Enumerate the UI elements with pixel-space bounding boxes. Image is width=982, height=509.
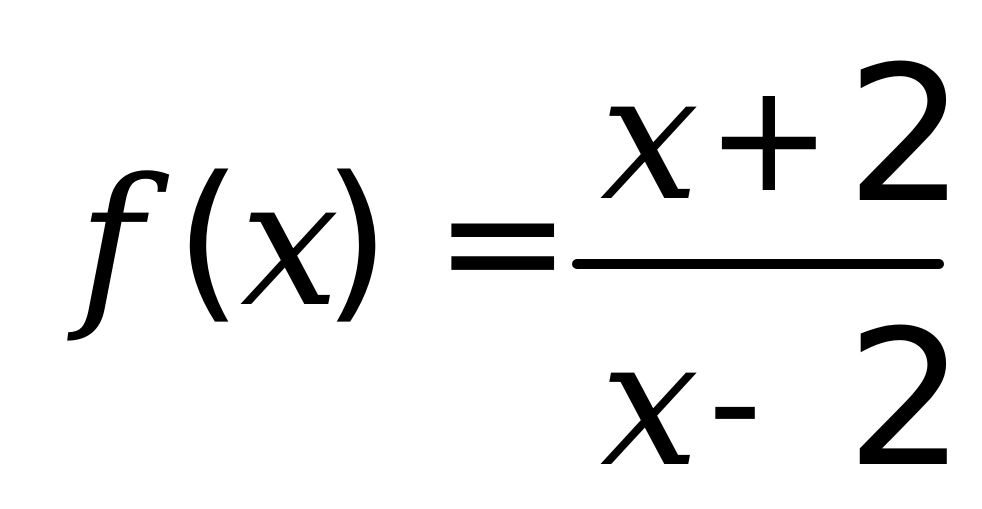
function-name: f	[78, 141, 144, 346]
equals-sign: =	[434, 146, 572, 337]
denominator-operator: -	[708, 316, 763, 490]
numerator-variable: x	[600, 35, 700, 240]
function-argument: x	[240, 141, 340, 346]
right-parenthesis: )	[323, 139, 391, 340]
denominator-variable: x	[600, 301, 700, 506]
numerator-constant: 2	[846, 26, 966, 245]
left-parenthesis: (	[175, 139, 243, 340]
fraction-bar	[572, 259, 944, 269]
denominator-constant: 2	[846, 290, 966, 509]
numerator-operator: +	[706, 52, 832, 226]
